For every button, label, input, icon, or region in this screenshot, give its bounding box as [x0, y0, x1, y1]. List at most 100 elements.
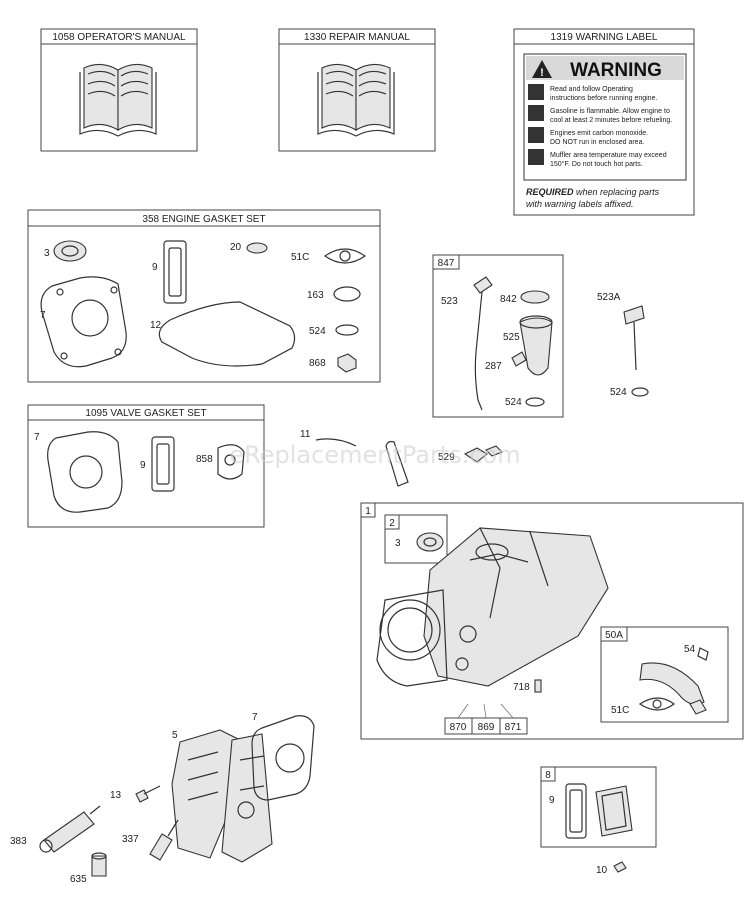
svg-text:9: 9	[152, 262, 158, 273]
warning-icons	[528, 84, 544, 165]
book-icon	[79, 63, 157, 137]
svg-text:!: !	[540, 67, 544, 79]
svg-text:10: 10	[596, 865, 608, 876]
svg-text:524: 524	[505, 397, 522, 408]
warning-label-box[interactable]: 1319 WARNING LABEL ! WARNING Read and fo…	[513, 28, 695, 216]
valve-gasket-set-title: 1095 VALVE GASKET SET	[85, 408, 206, 419]
warning-triangle-icon	[532, 60, 552, 78]
svg-text:51C: 51C	[611, 705, 629, 716]
watermark-text: eReplacementParts.com	[229, 441, 520, 469]
svg-text:9: 9	[140, 460, 146, 471]
svg-text:54: 54	[684, 644, 696, 655]
bolt-287-part[interactable]: 287	[485, 351, 527, 372]
svg-text:525: 525	[503, 332, 520, 343]
oil-seal-part[interactable]: 3	[44, 240, 87, 262]
svg-text:9: 9	[549, 795, 555, 806]
part-635[interactable]: 635	[70, 852, 107, 885]
svg-text:718: 718	[513, 682, 530, 693]
book-icon	[317, 63, 395, 137]
intake-gasket-part[interactable]: 51C	[291, 248, 367, 264]
warning-required: REQUIRED when replacing parts	[526, 187, 660, 197]
label-869[interactable]: 869	[478, 722, 495, 733]
tube-box[interactable]: 8 9	[540, 766, 657, 848]
bolt-13-part[interactable]: 13	[110, 785, 161, 803]
svg-text:11: 11	[300, 429, 311, 440]
tube-525-part[interactable]: 525	[503, 315, 553, 376]
breather-gasket-51c-part[interactable]: 51C	[611, 697, 707, 716]
label-871[interactable]: 871	[505, 722, 522, 733]
engine-gasket-set-box[interactable]: 358 ENGINE GASKET SET 3 7 9 12 20	[27, 209, 381, 383]
warning-line-5: Engines emit carbon monoxide.	[550, 130, 648, 137]
operators-manual-box[interactable]: 1058 OPERATOR'S MANUAL	[40, 28, 198, 152]
svg-text:13: 13	[110, 790, 122, 801]
cylinder-head-part[interactable]: 5	[171, 729, 273, 863]
part-383[interactable]: 383	[10, 805, 101, 853]
warning-label-title: 1319 WARNING LABEL	[551, 32, 658, 43]
dipstick-box-title: 847	[438, 258, 455, 269]
repair-manual-title: 1330 REPAIR MANUAL	[304, 32, 410, 43]
push-rod-part[interactable]: 11	[300, 429, 409, 487]
svg-text:7: 7	[34, 432, 40, 443]
dipstick-523a-part[interactable]: 523A	[597, 292, 645, 371]
breather-tube-54-part[interactable]: 54	[639, 644, 709, 705]
warning-required-2: with warning labels affixed.	[526, 199, 634, 209]
crankcase-gasket-part[interactable]: 12	[150, 301, 296, 367]
dipstick-523-part[interactable]: 523	[441, 276, 493, 411]
svg-text:12: 12	[150, 320, 162, 331]
gasket-858-part[interactable]: 858	[196, 444, 245, 480]
svg-text:2: 2	[389, 518, 395, 529]
svg-text:7: 7	[252, 712, 258, 723]
svg-text:287: 287	[485, 361, 502, 372]
svg-text:524: 524	[610, 387, 627, 398]
engine-gasket-set-title: 358 ENGINE GASKET SET	[142, 214, 265, 225]
o-ring-524b-part[interactable]: 524	[505, 397, 545, 408]
svg-text:8: 8	[545, 770, 551, 781]
cylinder-box-title: 1	[365, 506, 371, 517]
svg-text:51C: 51C	[291, 252, 309, 263]
crankcase-part[interactable]	[376, 527, 609, 687]
head-gasket-b-part[interactable]: 7	[34, 431, 123, 513]
part-529[interactable]: 529	[438, 445, 503, 463]
seal-sub-box[interactable]: 2 3	[384, 514, 448, 564]
svg-text:868: 868	[309, 358, 326, 369]
head-gasket-c-part[interactable]: 7	[251, 712, 315, 801]
breather-box[interactable]: 50A 54 51C	[600, 626, 729, 723]
valve-cover-gasket-c-part[interactable]: 9	[549, 783, 587, 839]
valve-seal-part[interactable]: 20	[230, 242, 268, 254]
pin-718-part[interactable]: 718	[513, 679, 542, 693]
svg-text:523: 523	[441, 296, 458, 307]
screw-10-part[interactable]: 10	[596, 861, 627, 876]
warning-line-1: Read and follow Operating	[550, 86, 633, 93]
valve-cover-gasket-b-part[interactable]: 9	[140, 436, 175, 492]
warning-heading: WARNING	[570, 60, 662, 81]
svg-text:163: 163	[307, 290, 324, 301]
cylinder-box[interactable]: 1 2 3 718 50A	[360, 502, 744, 740]
spark-plug-337-part[interactable]: 337	[122, 819, 179, 861]
svg-text:635: 635	[70, 874, 87, 885]
warning-line-2: instructions before running engine.	[550, 95, 657, 102]
svg-text:20: 20	[230, 242, 242, 253]
seal-868-part[interactable]: 868	[309, 353, 357, 373]
cap-842-part[interactable]: 842	[500, 290, 550, 305]
o-ring-524-part[interactable]: 524	[309, 324, 359, 337]
gasket-163-part[interactable]: 163	[307, 286, 361, 302]
head-gasket-part[interactable]: 7	[40, 276, 127, 368]
valve-cover-gasket-part[interactable]: 9	[152, 240, 187, 304]
svg-text:5: 5	[172, 730, 178, 741]
dipstick-box[interactable]: 847 523 842 525 287 524	[432, 254, 564, 418]
warning-line-3: Gasoline is flammable. Allow engine to	[550, 108, 670, 115]
o-ring-524c-part[interactable]: 524	[610, 387, 649, 398]
valve-gasket-set-box[interactable]: 1095 VALVE GASKET SET 7 9 858	[27, 404, 265, 528]
warning-line-4: cool at least 2 minutes before refueling…	[550, 117, 672, 124]
valve-cover-part[interactable]	[595, 785, 633, 837]
svg-text:50A: 50A	[605, 630, 623, 641]
warning-line-8: 150°F. Do not touch hot parts.	[550, 160, 643, 168]
svg-text:3: 3	[44, 248, 50, 259]
repair-manual-box[interactable]: 1330 REPAIR MANUAL	[278, 28, 436, 152]
svg-text:529: 529	[438, 452, 455, 463]
svg-text:842: 842	[500, 294, 517, 305]
label-870[interactable]: 870	[450, 722, 467, 733]
warning-line-6: DO NOT run in enclosed area.	[550, 139, 644, 146]
warning-line-7: Muffler area temperature may exceed	[550, 152, 667, 159]
